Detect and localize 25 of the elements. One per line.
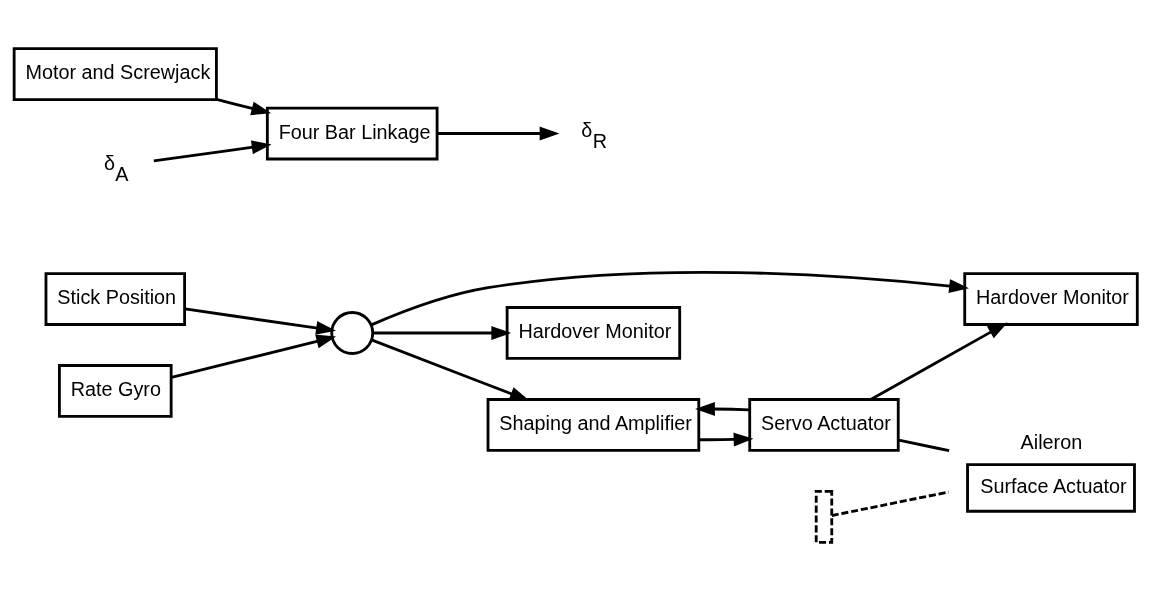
arrow [870,322,1008,401]
arrow [371,338,530,401]
arrow [171,334,337,379]
node-box: Rate Gyro [58,363,173,418]
node-box: Hardover Monitor [505,305,682,360]
node-box: Motor and Screwjack [12,46,218,101]
node-box: Shaping and Amplifier [486,397,701,452]
arrow [153,139,272,162]
connector [898,438,950,452]
arrow [437,126,560,140]
arrow [184,307,336,335]
node-bar [814,489,834,544]
arrow [216,97,272,115]
arrow [695,401,750,416]
node-box: Stick Position [44,271,186,326]
node-box: Servo Actuator [748,397,900,452]
arrow [699,432,754,446]
connector [831,490,949,517]
node-label: Aileron [1020,430,1083,453]
node-box: Surface Actuator [966,462,1136,513]
node-box: Four Bar Linkage [265,106,439,160]
node-box: Hardover Monitor [963,271,1139,326]
node-circle [330,310,375,355]
arrow [370,270,969,326]
arrow [372,325,512,340]
